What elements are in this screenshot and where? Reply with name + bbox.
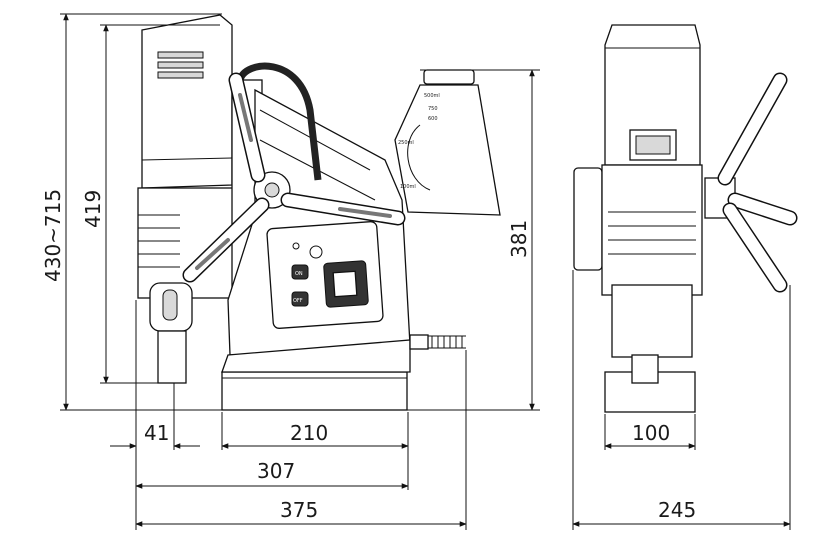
- tank-mark-mid: 250ml: [398, 140, 414, 146]
- tank-mark-3: 600: [428, 116, 438, 122]
- dimension-lines: [60, 13, 791, 530]
- coolant-tank: 500ml 750 600 250ml 100ml: [394, 69, 501, 216]
- gearbox-fins: [138, 214, 180, 268]
- indicator-light: [292, 242, 300, 250]
- tank-mark-bottom: 100ml: [400, 184, 416, 190]
- dim-total-width: 245: [658, 498, 696, 522]
- tank-mark-2: 750: [428, 106, 438, 112]
- dim-stroke-height: 419: [81, 190, 105, 228]
- on-button: [291, 264, 309, 280]
- dim-base-length: 210: [290, 421, 328, 445]
- motor-housing: [141, 14, 233, 189]
- side-view: ON OFF 500ml 750 600: [137, 14, 501, 411]
- front-fins: [608, 211, 696, 255]
- front-view: [573, 24, 798, 413]
- spindle-window: [162, 289, 178, 321]
- off-button-label: OFF: [293, 298, 303, 304]
- front-gearbox: [601, 164, 703, 296]
- coolant-hose: [236, 62, 322, 181]
- dim-spindle-to-base-end: 307: [257, 459, 295, 483]
- dim-base-width: 100: [632, 421, 670, 445]
- off-button: [291, 291, 309, 307]
- dim-total-height: 430~715: [41, 189, 65, 282]
- speed-dial: [309, 245, 323, 259]
- dim-right-height: 381: [507, 220, 531, 258]
- front-arbor: [631, 354, 659, 384]
- cable-gland: [409, 334, 466, 350]
- front-slide: [611, 284, 693, 358]
- arbor: [157, 330, 187, 384]
- on-button-label: ON: [295, 271, 303, 277]
- motor-vents: [157, 51, 204, 79]
- tank-mark-top: 500ml: [424, 93, 440, 99]
- dim-total-length: 375: [280, 498, 318, 522]
- front-side-cap: [573, 167, 603, 271]
- dim-spindle-offset: 41: [144, 421, 169, 445]
